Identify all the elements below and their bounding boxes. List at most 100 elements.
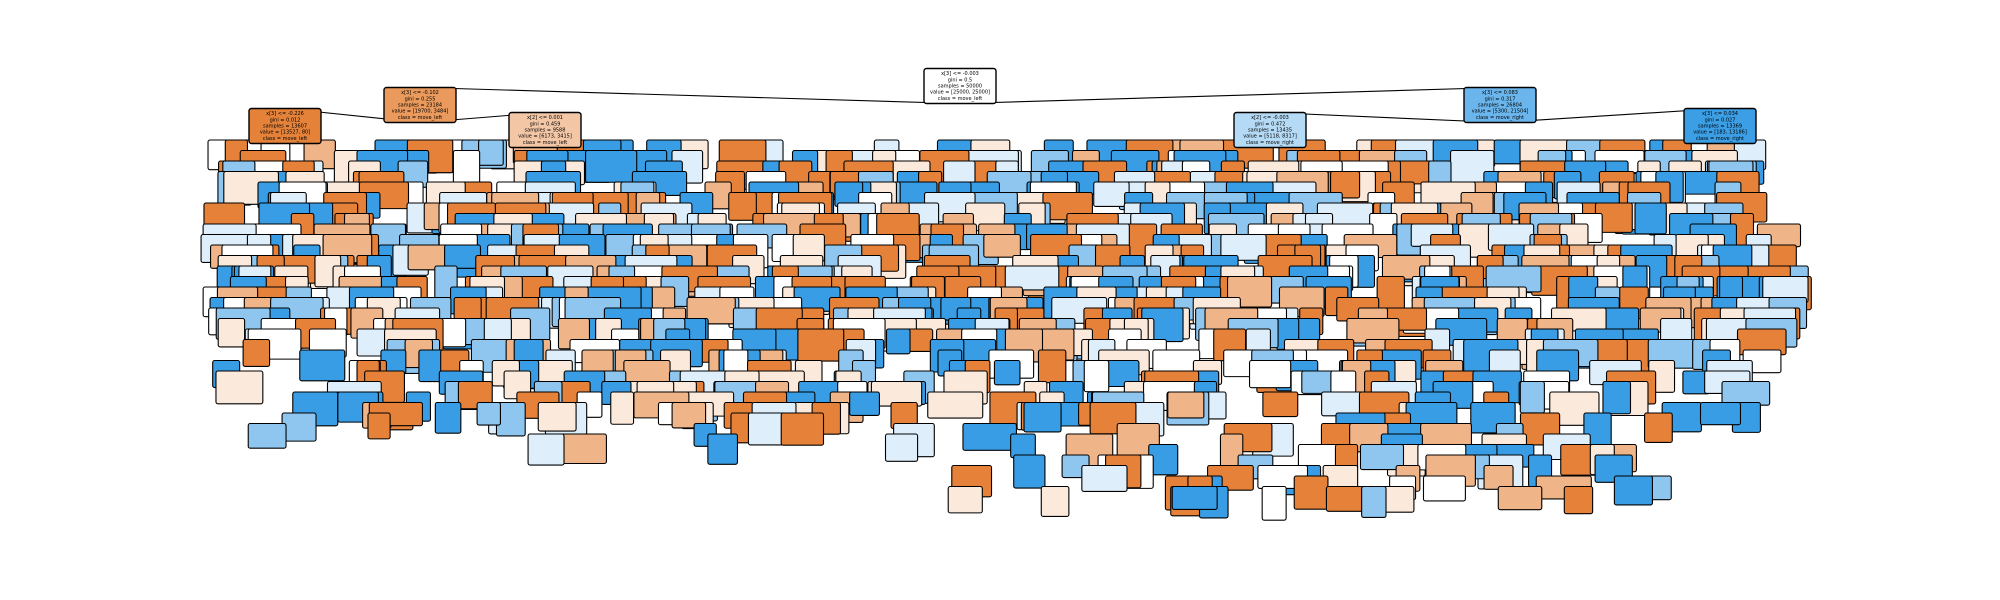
tree-node-box xyxy=(478,139,504,166)
tree-node-text-line: value = [5300, 21504] xyxy=(1472,109,1529,115)
tree-node-box xyxy=(1081,464,1128,492)
tree-node-box xyxy=(444,244,482,269)
tree-node-text-line: x[3] <= -0.003 xyxy=(941,71,979,77)
tree-node-box xyxy=(1699,401,1742,426)
tree-node-text-line: class = move_right xyxy=(1246,140,1294,146)
tree-node-box xyxy=(1167,391,1205,419)
tree-node-box xyxy=(797,328,845,362)
tree-node-box xyxy=(927,391,984,419)
tree-node-box xyxy=(1602,380,1632,415)
tree-node-text-line: value = [5118, 8317] xyxy=(1243,134,1297,140)
tree-node-box xyxy=(476,401,501,426)
tree-node-box xyxy=(1361,485,1387,518)
tree-node-text-line: class = move_left xyxy=(523,140,567,146)
tree-node-box xyxy=(383,86,457,124)
deep-tree-nodes-cluster xyxy=(200,139,1812,521)
tree-node-box xyxy=(1013,454,1046,489)
tree-node-text-line: gini = 0.255 xyxy=(405,96,436,102)
tree-node-box xyxy=(1083,359,1110,393)
tree-node-box xyxy=(281,412,317,442)
tree-node-text-line: samples = 50000 xyxy=(938,84,982,90)
tree-node-box xyxy=(248,107,322,145)
tree-node-box xyxy=(1463,86,1537,124)
tree-node-box xyxy=(1330,170,1361,199)
tree-node-box xyxy=(610,391,635,425)
tree-node-box xyxy=(537,401,577,432)
tree-node-box xyxy=(1428,160,1452,185)
tree-node-text-line: class = move_left xyxy=(263,136,307,142)
tree-edge xyxy=(1269,111,1501,124)
tree-node-box xyxy=(1093,181,1130,208)
tree-node-text-line: x[3] <= -0.102 xyxy=(401,90,439,96)
tree-node-box xyxy=(849,391,880,416)
tree-node-box xyxy=(1644,412,1673,444)
tree-node-box xyxy=(367,412,391,440)
tree-node-text-line: value = [183, 13186] xyxy=(1693,130,1747,136)
tree-node-box xyxy=(1563,485,1594,515)
tree-node-box xyxy=(755,307,803,332)
tree-node-text-line: class = move_right xyxy=(1696,136,1744,142)
tree-node-box xyxy=(527,433,565,466)
tree-node-box xyxy=(1233,111,1307,149)
tree-node-box xyxy=(247,422,287,449)
tree-node-text-line: samples = 23184 xyxy=(398,103,442,109)
tree-node-text-line: class = move_right xyxy=(1476,115,1524,121)
tree-node-text-line: x[3] <= 0.083 xyxy=(1482,90,1518,96)
tree-node-box xyxy=(993,359,1021,386)
tree-node-box xyxy=(671,401,707,429)
tree-node-box xyxy=(452,149,481,185)
tree-node-text-line: x[2] <= 0.001 xyxy=(527,115,563,121)
tree-node-box xyxy=(1293,475,1329,510)
tree-node-box xyxy=(1683,107,1757,145)
tree-node-text-line: samples = 26804 xyxy=(1478,103,1522,109)
tree-node-text-line: samples = 13435 xyxy=(1248,128,1292,134)
tree-node-box xyxy=(1721,380,1771,406)
tree-node-box xyxy=(1171,485,1218,510)
tree-node-box xyxy=(559,433,607,465)
tree-node-text-line: gini = 0.012 xyxy=(270,117,301,123)
tree-node-box xyxy=(242,338,271,367)
tree-node-box xyxy=(885,328,911,355)
tree-node-box xyxy=(947,485,983,514)
tree-node-box xyxy=(1359,443,1405,471)
tree-node-text-line: samples = 13607 xyxy=(263,124,307,130)
tree-node-box xyxy=(1010,433,1036,459)
tree-edge xyxy=(419,86,961,105)
tree-node-text-line: samples = 9588 xyxy=(525,128,566,134)
tree-node-text-line: samples = 13369 xyxy=(1698,124,1742,130)
tree-node-box xyxy=(1261,485,1287,521)
tree-node-text-line: gini = 0.317 xyxy=(1485,96,1516,102)
tree-node-box xyxy=(1422,475,1466,502)
tree-node-box xyxy=(1004,265,1060,291)
tree-node-box xyxy=(1613,475,1653,506)
tree-node-box xyxy=(780,412,825,446)
tree-node-box xyxy=(1519,380,1545,414)
tree-node-text-line: gini = 0.5 xyxy=(948,77,972,83)
tree-node-box xyxy=(962,422,1017,451)
tree-node-box xyxy=(728,191,757,221)
tree-node-box xyxy=(299,349,346,382)
tree-node-text-line: value = [25000, 25000] xyxy=(930,90,990,96)
tree-node-box xyxy=(217,317,246,348)
tree-node-box xyxy=(1037,349,1067,384)
tree-node-box xyxy=(1040,485,1070,518)
tree-node-text-line: class = move_left xyxy=(398,115,442,121)
tree-node-box xyxy=(1023,401,1062,433)
tree-node-box xyxy=(923,67,997,105)
tree-node-box xyxy=(1634,202,1667,235)
tree-node-text-line: value = [13527, 80] xyxy=(260,130,310,136)
tree-node-box xyxy=(1220,233,1267,261)
tree-node-text-line: gini = 0.459 xyxy=(530,121,561,127)
tree-edge xyxy=(959,86,1501,105)
tree-node-box xyxy=(585,149,638,183)
tree-node-text-line: value = [19700, 3484] xyxy=(392,109,449,115)
tree-node-box xyxy=(508,111,582,149)
tree-node-box xyxy=(884,433,919,462)
